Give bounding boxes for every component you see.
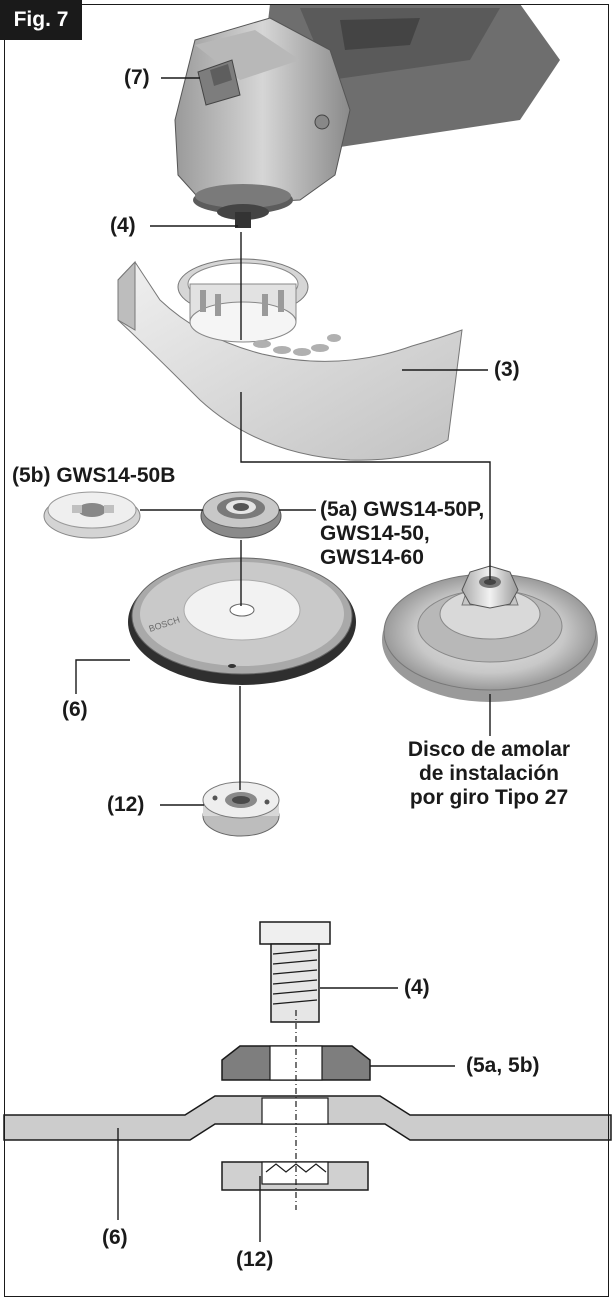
lock-nut-top <box>202 781 280 837</box>
callout-type27-disc: Disco de amolar de instalación por giro … <box>388 738 590 810</box>
figure-label-badge: Fig. 7 <box>0 0 82 40</box>
callout-disc-line2: de instalación <box>418 762 560 785</box>
leader-lines-bottom <box>117 987 455 1242</box>
callout-flange-5a-line3: GWS14-60 <box>320 546 424 569</box>
section-view <box>3 921 612 1210</box>
bolt-thread-lines <box>272 949 318 1005</box>
wheel-guard <box>117 258 463 461</box>
flange-5a <box>200 491 282 539</box>
callout-wheel-6-bottom: (6) <box>102 1226 128 1249</box>
cutting-wheel: BOSCH <box>128 557 356 685</box>
flange-5b <box>43 491 141 539</box>
callout-flange-5a-line1: (5a) GWS14-50P, <box>320 498 485 521</box>
callout-disc-line1: Disco de amolar <box>407 738 571 761</box>
callout-nut-12-bottom: (12) <box>236 1248 274 1271</box>
callout-flange-5a: (5a) GWS14-50P, GWS14-50, GWS14-60 <box>320 498 484 570</box>
callout-spindle-4-bottom: (4) <box>404 976 430 999</box>
callout-disc-line3: por giro Tipo 27 <box>409 786 569 809</box>
grinder-head <box>174 4 560 228</box>
callout-lock-nut-12: (12) <box>107 793 145 816</box>
callout-flange-5a-line2: GWS14-50, <box>320 522 430 545</box>
callout-switch-7: (7) <box>124 66 150 89</box>
leader-lines-top <box>75 77 491 806</box>
type-27-grinding-disc <box>382 565 598 702</box>
callout-wheel-6: (6) <box>62 698 88 721</box>
callout-flange-5b: (5b) GWS14-50B <box>12 464 176 487</box>
figure-frame <box>4 4 609 1297</box>
callout-flange-5a-5b: (5a, 5b) <box>466 1054 540 1077</box>
callout-guard-3: (3) <box>494 358 520 381</box>
callout-spindle-4-top: (4) <box>110 214 136 237</box>
